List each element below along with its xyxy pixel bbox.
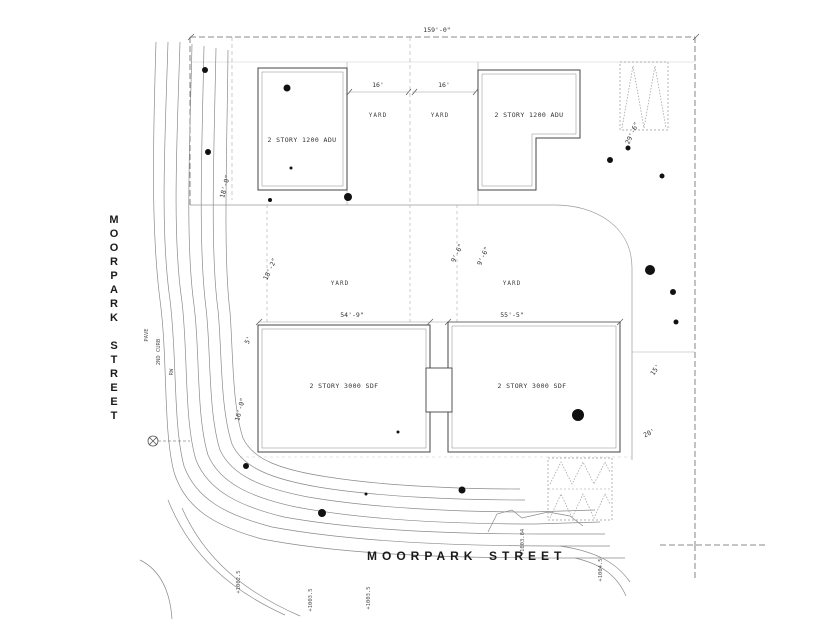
yard-top-left: YARD bbox=[369, 112, 387, 119]
survey-marker bbox=[147, 435, 190, 447]
tree-dot bbox=[572, 409, 584, 421]
tree-dot bbox=[202, 67, 208, 73]
contour-br-1 bbox=[559, 545, 631, 583]
tree-dot bbox=[243, 463, 249, 469]
mid-boundary-rounded bbox=[190, 204, 633, 460]
note-2nd-curb: 2ND CURB bbox=[156, 338, 162, 365]
dim-9-6-a: 9'-6" bbox=[449, 243, 465, 264]
tree-dots bbox=[202, 67, 679, 517]
corner-edge bbox=[139, 559, 173, 619]
adu-left-outline bbox=[257, 67, 348, 191]
dim-20: 20' bbox=[642, 427, 656, 439]
tree-dot bbox=[205, 149, 211, 155]
elevation-label: +1004.5 bbox=[598, 558, 604, 581]
elevation-label: +1003.5 bbox=[308, 588, 314, 611]
tree-dot bbox=[625, 145, 631, 151]
curb-annotations: PAVE 2ND CURB RW bbox=[144, 328, 175, 375]
dim-gap-right: 16' bbox=[438, 81, 450, 89]
contour-br-2 bbox=[574, 557, 627, 597]
hatch-areas bbox=[547, 61, 669, 521]
adu-right-outline bbox=[477, 69, 581, 191]
dim-16-0: 16'-0" bbox=[233, 397, 247, 422]
yard-mid-left: YARD bbox=[331, 280, 349, 287]
dim-55-5: 55'-5" bbox=[500, 311, 523, 319]
yard-labels: YARD YARD YARD YARD bbox=[331, 112, 521, 287]
hatch-zigzag-br-2 bbox=[549, 493, 611, 519]
dim-total-width: 159'-0" bbox=[423, 26, 450, 34]
tree-dot bbox=[673, 319, 679, 325]
dim-9-6-b: 9'-6" bbox=[475, 246, 491, 267]
dim-29-6: 29'-6" bbox=[624, 121, 641, 146]
street-name-bottom-word1: MOORPARK bbox=[367, 549, 478, 563]
dim-18-0: 18'-0" bbox=[218, 174, 232, 199]
tree-dot bbox=[645, 265, 655, 275]
adu-left-label: 2 STORY 1200 ADU bbox=[267, 136, 336, 144]
tree-dot bbox=[289, 166, 293, 170]
dim-5: 5' bbox=[243, 335, 254, 345]
hatch-box-top-right bbox=[619, 61, 669, 131]
building-labels: 2 STORY 1200 ADU 2 STORY 1200 ADU 2 STOR… bbox=[267, 111, 566, 390]
tree-dot bbox=[364, 492, 368, 496]
house-left-label: 2 STORY 3000 SDF bbox=[309, 382, 378, 390]
note-pave: PAVE bbox=[144, 328, 150, 341]
note-rw: RW bbox=[169, 368, 175, 375]
elevation-label: +1002.5 bbox=[236, 570, 242, 593]
yard-mid-right: YARD bbox=[503, 280, 521, 287]
dim-gap-left: 16' bbox=[372, 81, 384, 89]
adu-right-label: 2 STORY 1200 ADU bbox=[494, 111, 563, 119]
house-right-label: 2 STORY 3000 SDF bbox=[497, 382, 566, 390]
curb-return-2 bbox=[181, 507, 301, 617]
dimension-ticks bbox=[187, 33, 700, 326]
yard-top-right: YARD bbox=[431, 112, 449, 119]
house-connector bbox=[425, 367, 453, 413]
street-name-left: MOORPARK STREET bbox=[108, 214, 120, 424]
tree-dot bbox=[283, 84, 291, 92]
dim-54-9: 54'-9" bbox=[340, 311, 363, 319]
tree-dot bbox=[396, 430, 400, 434]
buildings bbox=[257, 67, 621, 453]
driveway-bump bbox=[487, 509, 584, 533]
tree-dot bbox=[659, 173, 665, 179]
tree-dot bbox=[607, 157, 613, 163]
tree-dot bbox=[318, 509, 326, 517]
tree-dot bbox=[344, 193, 352, 201]
curb-return-1 bbox=[167, 499, 286, 616]
adu-right-inner bbox=[481, 73, 577, 187]
tree-dot bbox=[670, 289, 676, 295]
hatch-zigzag-top-right bbox=[621, 65, 667, 129]
contour-lines bbox=[139, 41, 631, 619]
dim-15: 15' bbox=[649, 363, 662, 377]
elevation-label: +1003.5 bbox=[366, 586, 372, 609]
tree-dot bbox=[268, 198, 272, 202]
elevation-labels: +1002.5 +1003.5 +1003.5 +1003.84 +1004.5 bbox=[236, 528, 604, 612]
street-name-bottom-word2: STREET bbox=[489, 549, 567, 563]
dim-18-2: 18'-2" bbox=[262, 257, 279, 282]
elevation-label: +1003.84 bbox=[520, 528, 526, 555]
hatch-zigzag-br-1 bbox=[549, 461, 611, 485]
tree-dot bbox=[458, 486, 466, 494]
adu-left-inner bbox=[261, 71, 344, 187]
marker-cross bbox=[148, 436, 158, 446]
